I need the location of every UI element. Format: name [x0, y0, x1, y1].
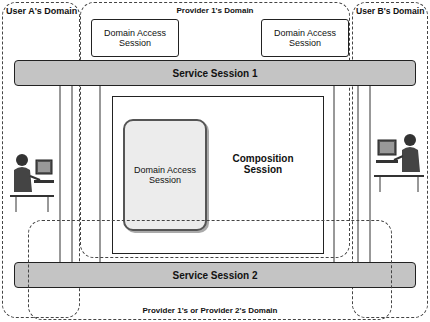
domain-line	[100, 86, 101, 262]
domain-region: Provider 1's or Provider 2's Domain	[28, 220, 392, 320]
domain-label: User A's Domain	[6, 6, 77, 16]
session-band: Service Session 2	[14, 262, 416, 288]
user-icon	[374, 134, 424, 192]
domain-label: User B's Domain	[356, 6, 424, 16]
domain-line	[72, 86, 73, 262]
box-label: Domain Access Session	[92, 26, 178, 51]
session-box: Domain Access Session	[91, 19, 179, 57]
box-label: Domain Access Session	[125, 163, 205, 188]
user-icon	[10, 154, 54, 212]
session-box: Domain Access Session	[123, 119, 207, 231]
domain-label: Provider 1's or Provider 2's Domain	[29, 306, 391, 315]
band-label: Service Session 2	[172, 270, 257, 281]
band-label: Service Session 1	[172, 68, 257, 79]
domain-line	[334, 86, 335, 262]
domain-label: Provider 1's Domain	[81, 6, 349, 15]
domain-line	[370, 86, 371, 262]
box-label: Domain Access Session	[262, 26, 348, 51]
composition-label: Composition Session	[223, 153, 303, 175]
session-band: Service Session 1	[14, 60, 416, 86]
domain-line	[358, 86, 359, 262]
domain-line	[60, 86, 61, 262]
session-box: Domain Access Session	[261, 19, 349, 57]
composition-box: Composition Session Domain Access Session	[112, 96, 324, 254]
